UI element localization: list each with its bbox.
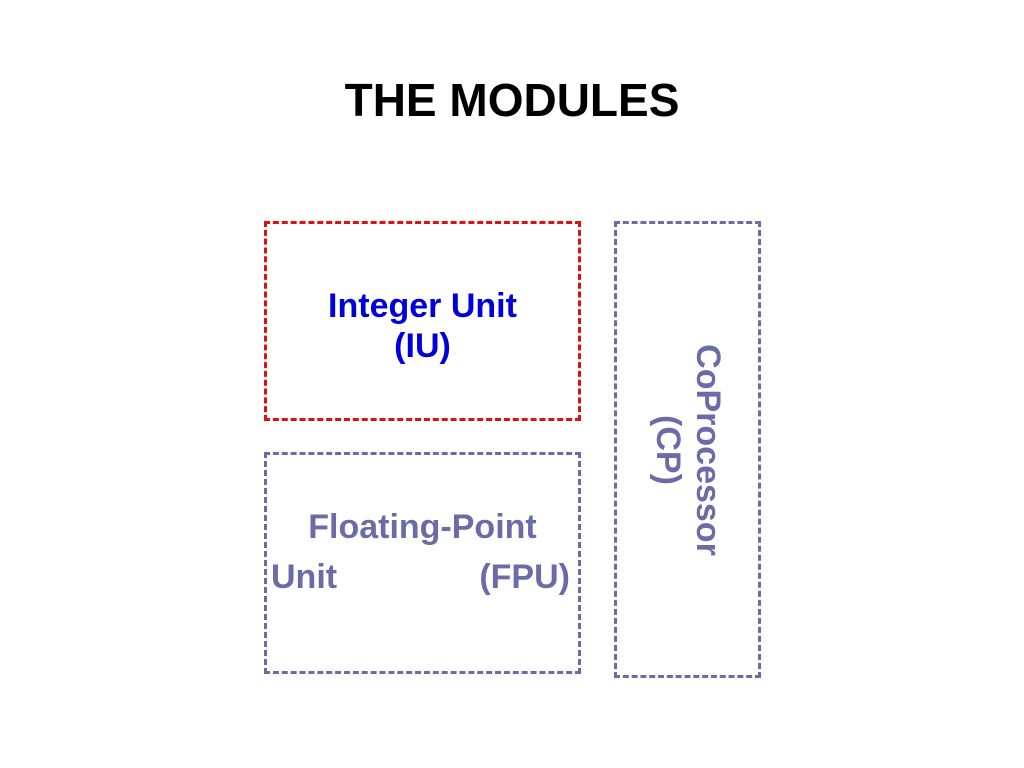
coprocessor-name: CoProcessor xyxy=(688,343,727,556)
integer-unit-name: Integer Unit xyxy=(328,287,517,325)
slide-title: THE MODULES xyxy=(344,74,680,126)
coprocessor-box: CoProcessor (CP) xyxy=(614,221,761,678)
fpu-name-line2: Unit (FPU) xyxy=(271,557,570,597)
fpu-name-line1: Floating-Point xyxy=(308,508,537,546)
fpu-name-unit: Unit xyxy=(271,558,338,596)
integer-unit-abbr: (IU) xyxy=(394,327,451,365)
integer-unit-box: Integer Unit (IU) xyxy=(264,221,581,421)
floating-point-unit-box: Floating-Point Unit (FPU) xyxy=(264,452,581,674)
integer-unit-label: Integer Unit (IU) xyxy=(267,286,578,366)
coprocessor-label: CoProcessor (CP) xyxy=(648,320,728,580)
fpu-abbr: (FPU) xyxy=(479,558,570,596)
coprocessor-abbr: (CP) xyxy=(648,414,687,485)
